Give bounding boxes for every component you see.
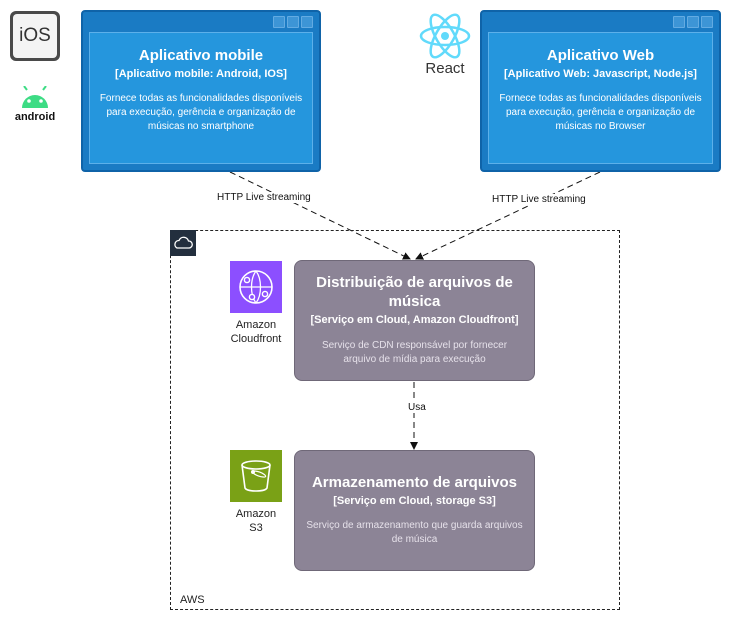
window-button	[687, 16, 699, 28]
aws-label: AWS	[180, 594, 205, 606]
storage-service-subtitle: [Serviço em Cloud, storage S3]	[333, 495, 496, 507]
s3-label-line2: S3	[249, 522, 263, 534]
react-logo: React	[416, 12, 474, 80]
aws-cloud-icon	[170, 230, 196, 256]
mobile-app-container: Aplicativo mobile [Aplicativo mobile: An…	[81, 10, 321, 172]
web-app-description: Fornece todas as funcionalidades disponí…	[499, 93, 702, 132]
web-app-container: Aplicativo Web [Aplicativo Web: Javascri…	[480, 10, 721, 172]
s3-icon	[230, 450, 282, 502]
mobile-app-subtitle: [Aplicativo mobile: Android, IOS]	[115, 68, 287, 80]
storage-service-description: Serviço de armazenamento que guarda arqu…	[306, 520, 523, 545]
cloudfront-icon	[230, 261, 282, 313]
window-titlebar	[83, 12, 319, 32]
window-button	[701, 16, 713, 28]
mobile-app-description: Fornece todas as funcionalidades disponí…	[99, 93, 303, 132]
cdn-service-title: Distribuição de arquivos de música	[316, 274, 513, 310]
android-logo-text: android	[14, 111, 56, 123]
window-titlebar	[482, 12, 719, 32]
web-app-body: Aplicativo Web [Aplicativo Web: Javascri…	[488, 32, 713, 164]
cloudfront-label-line2: Cloudfront	[230, 333, 282, 345]
storage-service-box: Armazenamento de arquivos [Serviço em Cl…	[294, 450, 535, 571]
edge-label-mobile: HTTP Live streaming	[216, 192, 312, 203]
edge-mobile-to-cdn	[229, 171, 411, 260]
android-icon	[22, 86, 48, 108]
android-logo: android	[12, 86, 58, 126]
react-logo-text: React	[425, 60, 465, 77]
s3-label: Amazon S3	[220, 507, 292, 535]
web-app-subtitle: [Aplicativo Web: Javascript, Node.js]	[504, 68, 697, 80]
edge-label-usa: Usa	[407, 402, 427, 413]
mobile-app-title: Aplicativo mobile	[138, 47, 264, 64]
ios-logo-text: iOS	[13, 14, 57, 58]
window-button	[673, 16, 685, 28]
react-icon	[419, 13, 471, 59]
ios-logo: iOS	[10, 11, 60, 61]
s3-label-line1: Amazon	[235, 508, 277, 520]
window-button	[273, 16, 285, 28]
cloudfront-label-line1: Amazon	[235, 319, 277, 331]
edge-web-to-cdn	[415, 171, 601, 260]
cloudfront-label: Amazon Cloudfront	[220, 318, 292, 346]
cdn-service-description: Serviço de CDN responsável por fornecer …	[321, 340, 508, 365]
web-app-title: Aplicativo Web	[546, 47, 655, 64]
cloud-icon	[174, 236, 193, 249]
window-button	[287, 16, 299, 28]
storage-service-title: Armazenamento de arquivos	[311, 474, 518, 491]
cdn-service-box: Distribuição de arquivos de música [Serv…	[294, 260, 535, 381]
aws-group-boundary	[170, 230, 620, 610]
window-button	[301, 16, 313, 28]
cdn-service-subtitle: [Serviço em Cloud, Amazon Cloudfront]	[310, 314, 519, 326]
edge-label-web: HTTP Live streaming	[491, 194, 587, 205]
mobile-app-body: Aplicativo mobile [Aplicativo mobile: An…	[89, 32, 313, 164]
